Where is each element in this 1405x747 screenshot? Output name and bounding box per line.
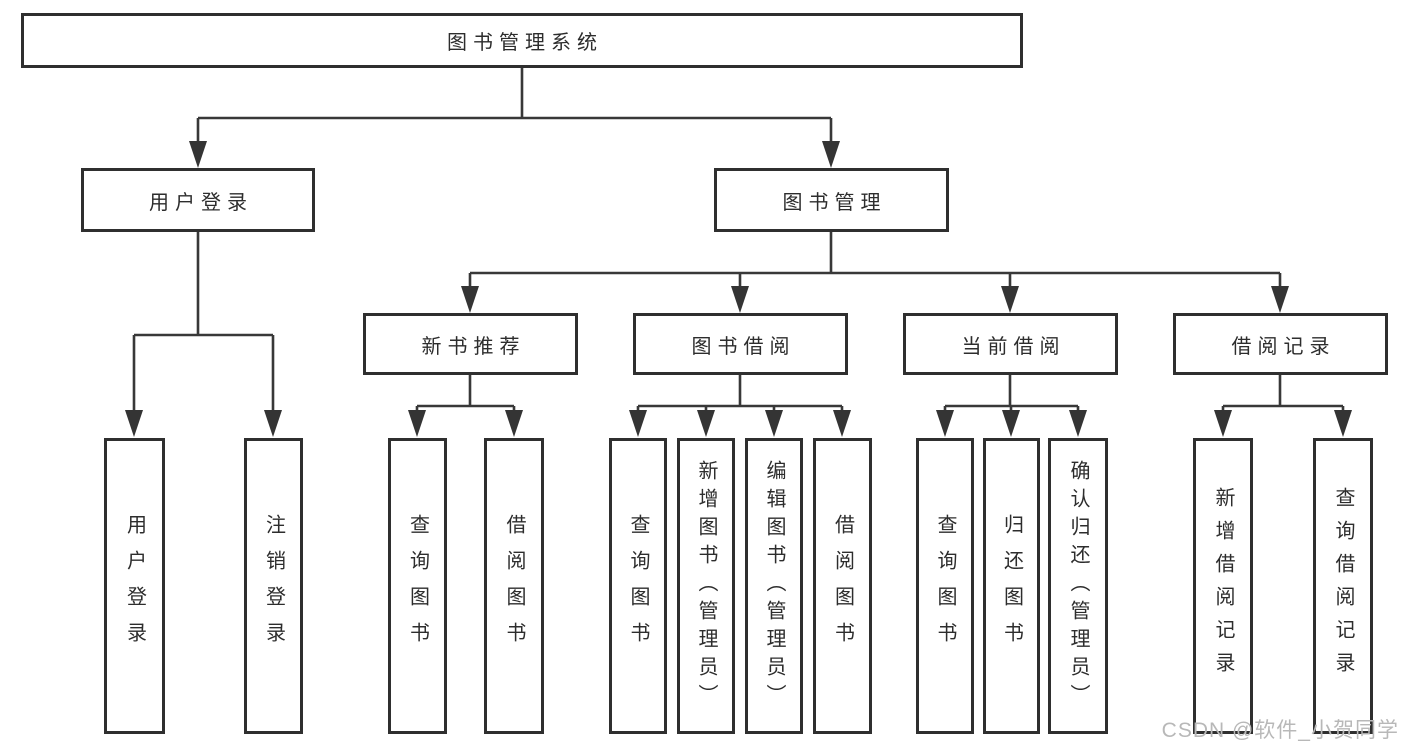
node-label: 借阅图书: [831, 514, 854, 658]
arrow-down-icon: [765, 410, 783, 437]
node-label: 新增借阅记录: [1212, 487, 1234, 685]
arrow-down-icon: [1334, 410, 1352, 437]
node-leaf-query-books: 查询图书: [609, 438, 667, 734]
connector-root: [196, 68, 833, 142]
arrow-down-icon: [264, 410, 282, 437]
node-label: 图书管理系统: [447, 32, 603, 54]
arrow-down-icon: [697, 410, 715, 437]
node-leaf-query-books: 查询图书: [388, 438, 447, 734]
arrow-down-icon: [731, 286, 749, 313]
node-label: 当前借阅: [961, 335, 1066, 358]
arrow-down-icon: [1214, 410, 1232, 437]
node-label: 新增图书（管理员）: [695, 460, 717, 712]
node-label: 借阅图书: [503, 514, 525, 658]
node-label: 编辑图书（管理员）: [763, 460, 785, 712]
arrow-down-icon: [1271, 286, 1289, 313]
node-label: 新书推荐: [421, 335, 526, 358]
node-label: 注销登录: [262, 514, 285, 658]
connector-new-book-recommend: [415, 375, 516, 411]
connector-borrow-records: [1221, 375, 1345, 411]
node-leaf-query-borrow-record: 查询借阅记录: [1313, 438, 1373, 734]
node-leaf-logout: 注销登录: [244, 438, 303, 734]
node-leaf-confirm-return-admin: 确认归还（管理员）: [1048, 438, 1108, 734]
node-leaf-borrow-books: 借阅图书: [813, 438, 872, 734]
node-user-login: 用户登录: [81, 168, 315, 232]
node-leaf-add-borrow-record: 新增借阅记录: [1193, 438, 1253, 734]
node-label: 查询借阅记录: [1332, 487, 1354, 685]
arrow-down-icon: [125, 410, 143, 437]
node-root: 图书管理系统: [21, 13, 1023, 68]
node-leaf-borrow-books: 借阅图书: [484, 438, 544, 734]
node-label: 查询图书: [406, 514, 429, 658]
arrow-down-icon: [461, 286, 479, 313]
node-leaf-query-books: 查询图书: [916, 438, 974, 734]
node-label: 用户登录: [149, 191, 253, 214]
node-leaf-return-books: 归还图书: [983, 438, 1040, 734]
node-borrow-records: 借阅记录: [1173, 313, 1388, 375]
node-book-management: 图书管理: [714, 168, 949, 232]
node-label: 归还图书: [1000, 514, 1023, 658]
arrow-down-icon: [822, 141, 840, 168]
connector-book-borrow: [636, 375, 844, 411]
arrow-down-icon: [189, 141, 207, 168]
arrow-down-icon: [833, 410, 851, 437]
node-label: 查询图书: [627, 514, 649, 658]
node-leaf-user-login: 用户登录: [104, 438, 165, 734]
node-label: 图书管理: [782, 191, 887, 214]
connector-book-management: [468, 232, 1282, 287]
node-label: 用户登录: [123, 514, 146, 658]
arrow-down-icon: [1002, 410, 1020, 437]
node-label: 图书借阅: [691, 335, 796, 358]
connector-user-login: [132, 232, 275, 412]
connector-current-borrow: [943, 375, 1080, 411]
node-label: 确认归还（管理员）: [1067, 460, 1089, 712]
node-leaf-edit-books-admin: 编辑图书（管理员）: [745, 438, 803, 734]
arrow-down-icon: [936, 410, 954, 437]
node-current-borrow: 当前借阅: [903, 313, 1118, 375]
arrow-down-icon: [505, 410, 523, 437]
node-leaf-add-books-admin: 新增图书（管理员）: [677, 438, 735, 734]
node-label: 借阅记录: [1231, 335, 1336, 358]
arrow-down-icon: [1069, 410, 1087, 437]
arrow-down-icon: [629, 410, 647, 437]
node-new-book-recommend: 新书推荐: [363, 313, 578, 375]
node-label: 查询图书: [934, 514, 956, 658]
node-book-borrow: 图书借阅: [633, 313, 848, 375]
watermark: CSDN @软件_小贺同学: [1161, 719, 1399, 742]
arrow-down-icon: [408, 410, 426, 437]
arrow-down-icon: [1001, 286, 1019, 313]
